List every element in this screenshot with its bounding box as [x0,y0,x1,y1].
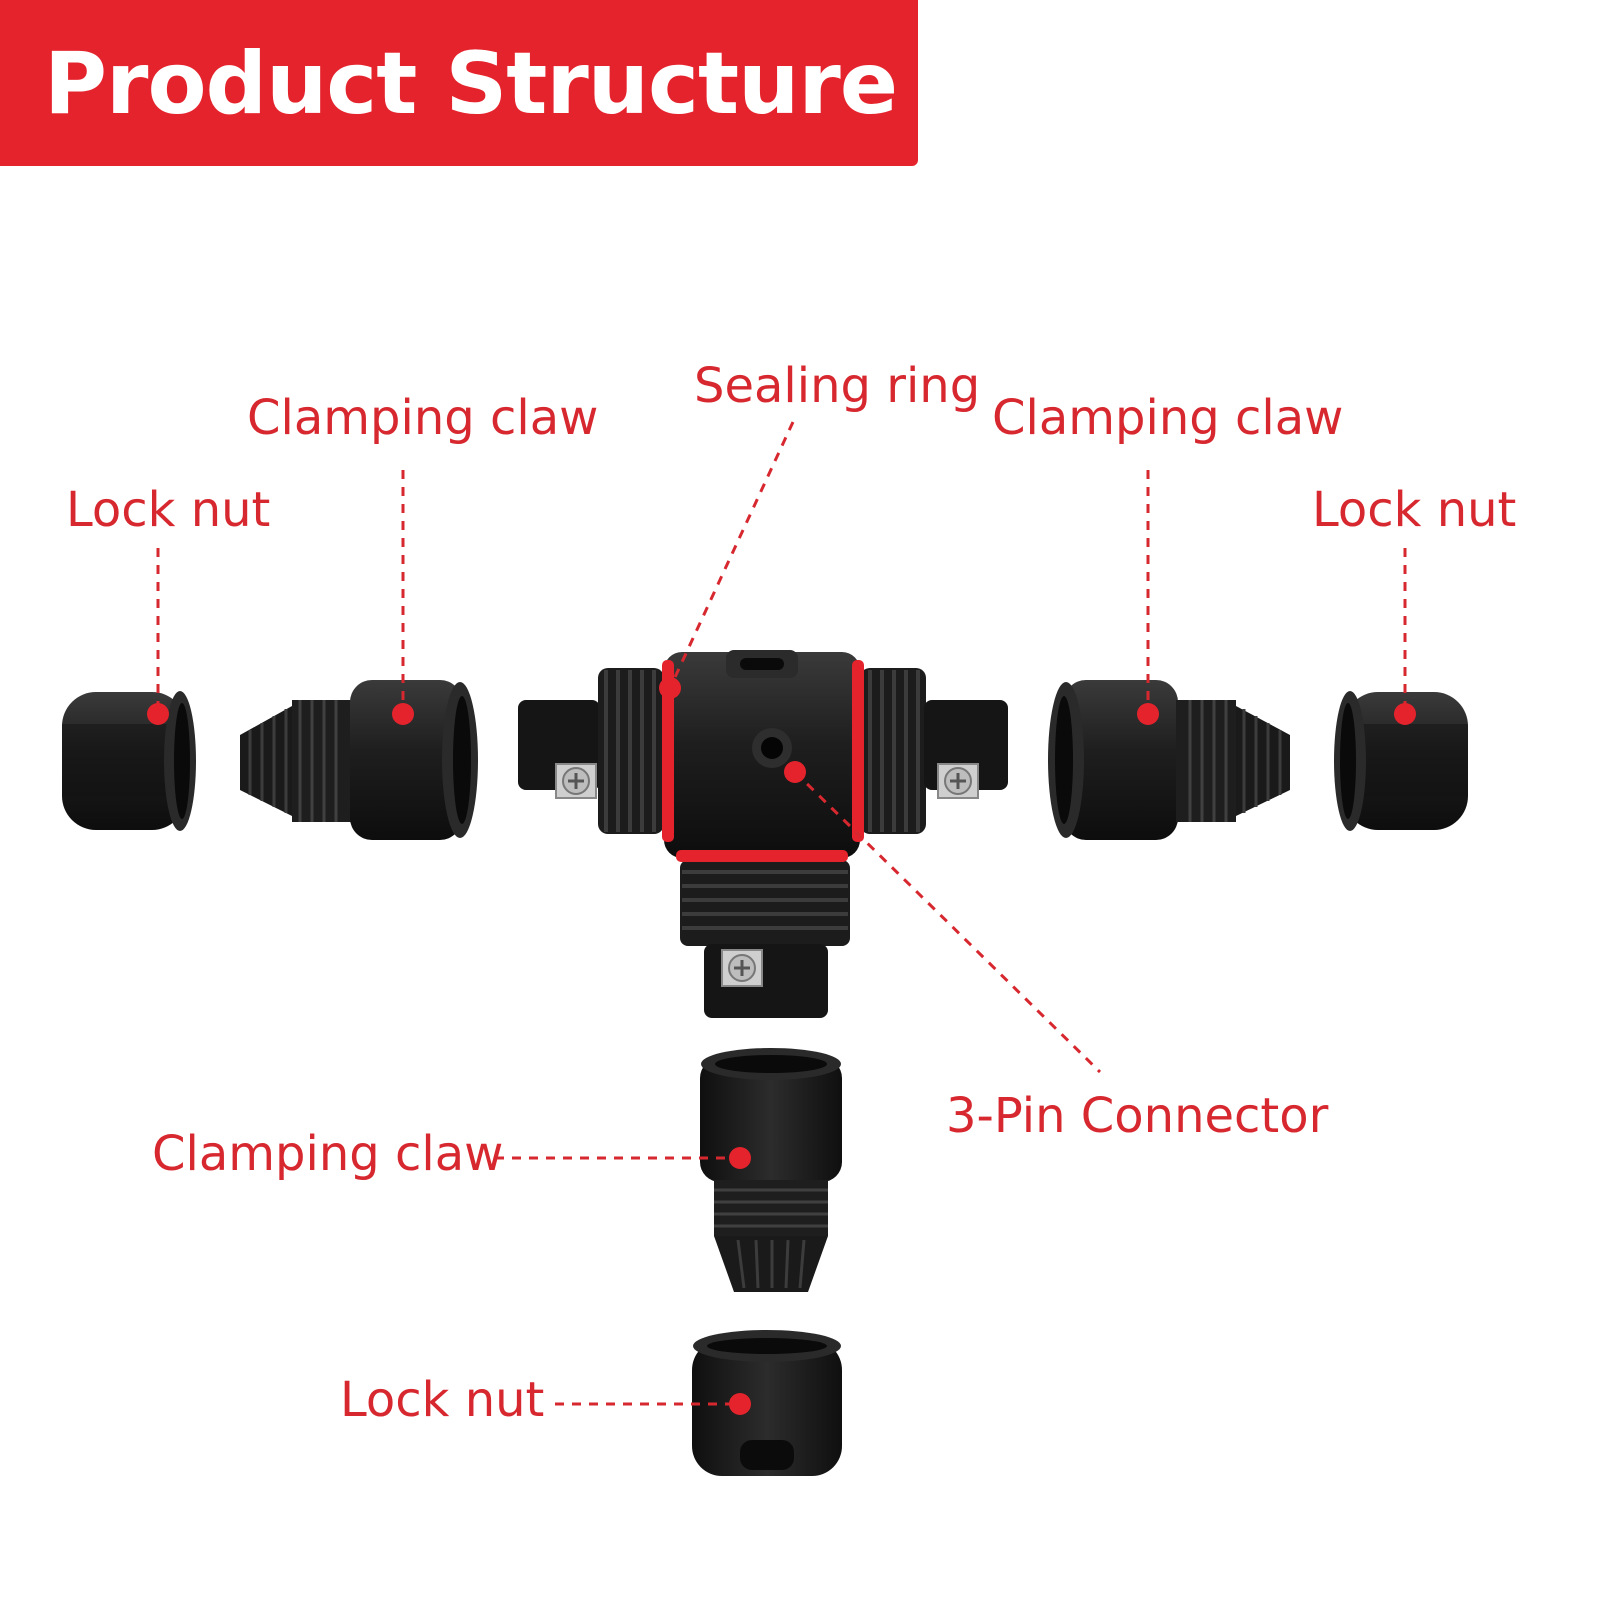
marker-dot [729,1147,751,1169]
sealing-ring-bottom [676,850,848,862]
sealing-ring-left [662,660,674,842]
label-lock-nut-bottom: Lock nut [340,1372,545,1428]
screw-icon [562,767,590,795]
leader-sealing-ring [668,421,795,689]
connector-arm-left [518,668,664,834]
lock-nut-left [62,691,196,831]
label-clamping-claw-right: Clamping claw [992,390,1344,446]
marker-dot [392,703,414,725]
marker-dot [1137,703,1159,725]
marker-dot [729,1393,751,1415]
marker-dot [784,761,806,783]
clamping-claw-bottom [700,1048,842,1292]
marker-dot [147,703,169,725]
title-banner: Product Structure [0,0,918,166]
label-lock-nut-right: Lock nut [1312,482,1517,538]
marker-dot [659,677,681,699]
screw-icon [728,954,756,982]
connector-body [662,650,864,862]
connector-arm-right [860,668,1008,834]
lock-nut-bottom [692,1330,842,1476]
label-lock-nut-left: Lock nut [66,482,271,538]
label-clamping-claw-left: Clamping claw [247,390,599,446]
lock-nut-right [1334,691,1468,831]
page-title: Product Structure [44,34,898,134]
label-sealing-ring: Sealing ring [694,358,981,414]
clamping-claw-right [1048,680,1290,840]
label-connector: 3-Pin Connector [946,1088,1329,1144]
screw-icon [944,767,972,795]
connector-arm-bottom [680,860,850,1018]
leader-connector [793,770,1102,1074]
sealing-ring-right [852,660,864,842]
label-clamping-claw-bottom: Clamping claw [152,1126,504,1182]
clamping-claw-left [240,680,478,840]
marker-dot [1394,703,1416,725]
